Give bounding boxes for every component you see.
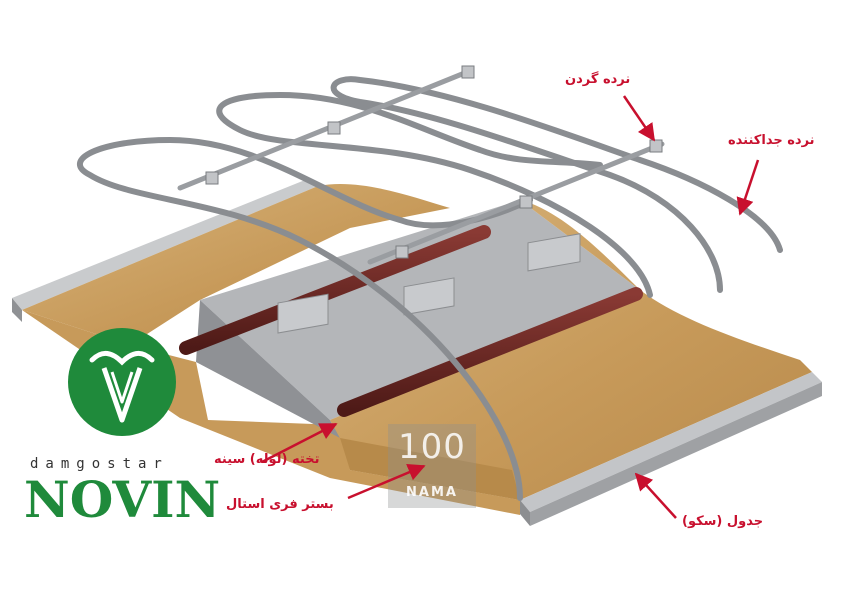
brand-logo xyxy=(68,328,176,436)
brand-name: NOVIN xyxy=(24,470,220,529)
label-bed: بستر فری استال xyxy=(226,497,334,512)
watermark-number: 100 xyxy=(391,427,473,467)
watermark-word: NAMA xyxy=(391,485,473,500)
label-curb: جدول (سکو) xyxy=(682,514,763,529)
label-separator-rail: نرده جداکننده xyxy=(728,133,815,148)
label-plank: تخته (لوله) سینه xyxy=(214,452,319,467)
label-neck-rail: نرده گردن xyxy=(565,72,630,87)
